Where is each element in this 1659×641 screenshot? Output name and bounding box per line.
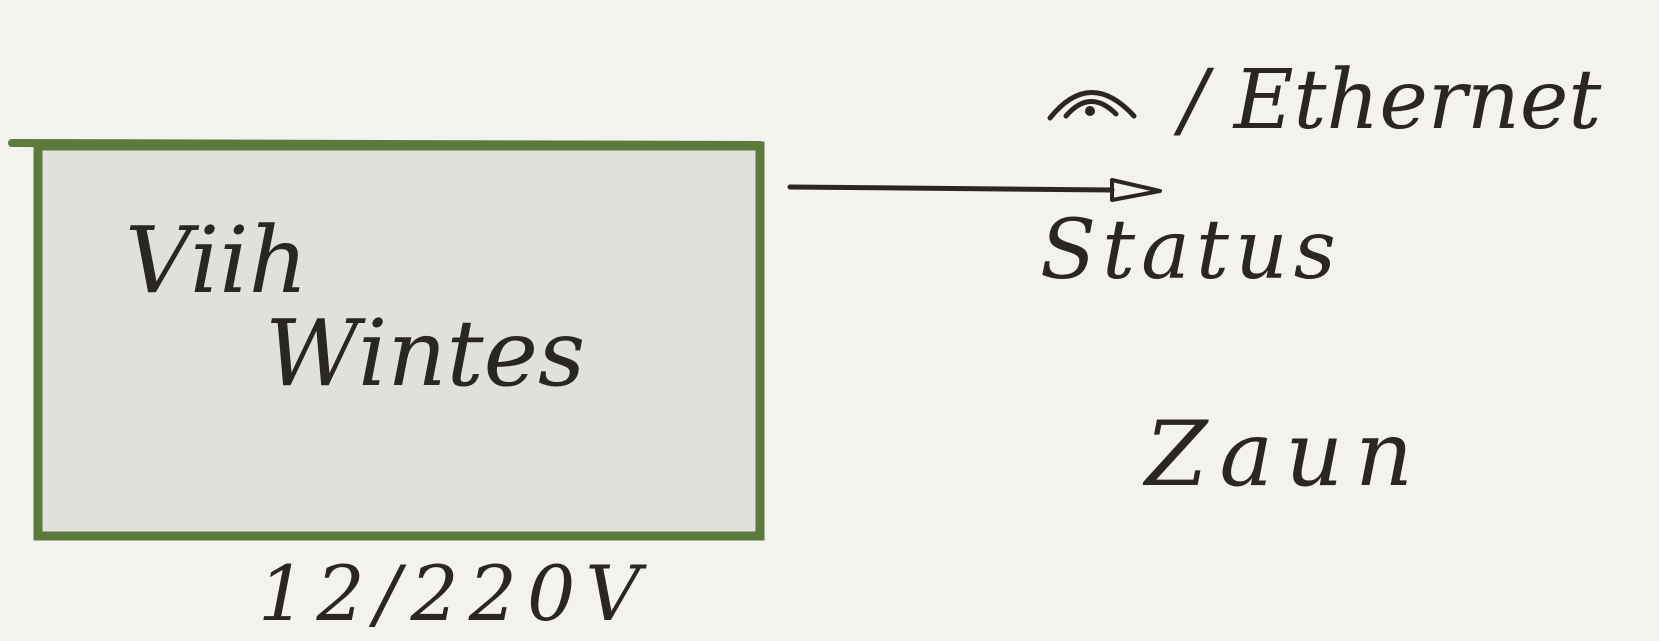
wifi-icon: [1047, 90, 1137, 121]
power-label: 12/220V: [258, 549, 650, 638]
fence-label: Zaun: [1142, 402, 1425, 507]
box-label-line1: Viih: [125, 207, 308, 314]
status-arrow: [787, 178, 1162, 202]
network-label: / Ethernet: [1173, 53, 1602, 148]
box-top-edge: [8, 139, 764, 149]
box-label-line2: Wintes: [265, 300, 585, 407]
device-box: [33, 141, 765, 541]
status-label: Status: [1040, 203, 1342, 298]
